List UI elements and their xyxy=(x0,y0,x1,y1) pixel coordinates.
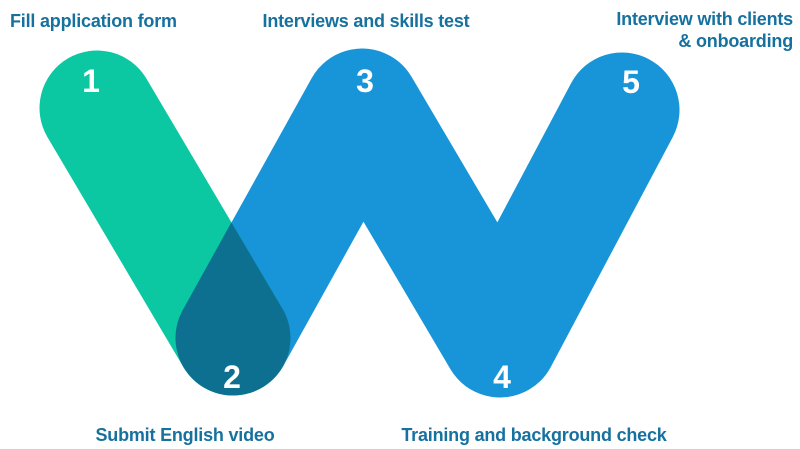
step-1-label: Fill application form xyxy=(10,11,177,31)
step-3-number: 3 xyxy=(356,63,374,99)
step-5-label-line1: Interview with clients xyxy=(616,9,793,29)
overlap-teardrop xyxy=(175,222,291,396)
step-2-number: 2 xyxy=(223,359,241,395)
step-5-label-line2: & onboarding xyxy=(678,31,793,51)
step-5-number: 5 xyxy=(622,64,640,100)
w-blue-strokes xyxy=(175,48,680,398)
step-4-number: 4 xyxy=(493,359,511,395)
step-4-label: Training and background check xyxy=(401,425,667,445)
step-2-label: Submit English video xyxy=(95,425,274,445)
step-3-label: Interviews and skills test xyxy=(263,11,470,31)
step-1-number: 1 xyxy=(82,63,100,99)
